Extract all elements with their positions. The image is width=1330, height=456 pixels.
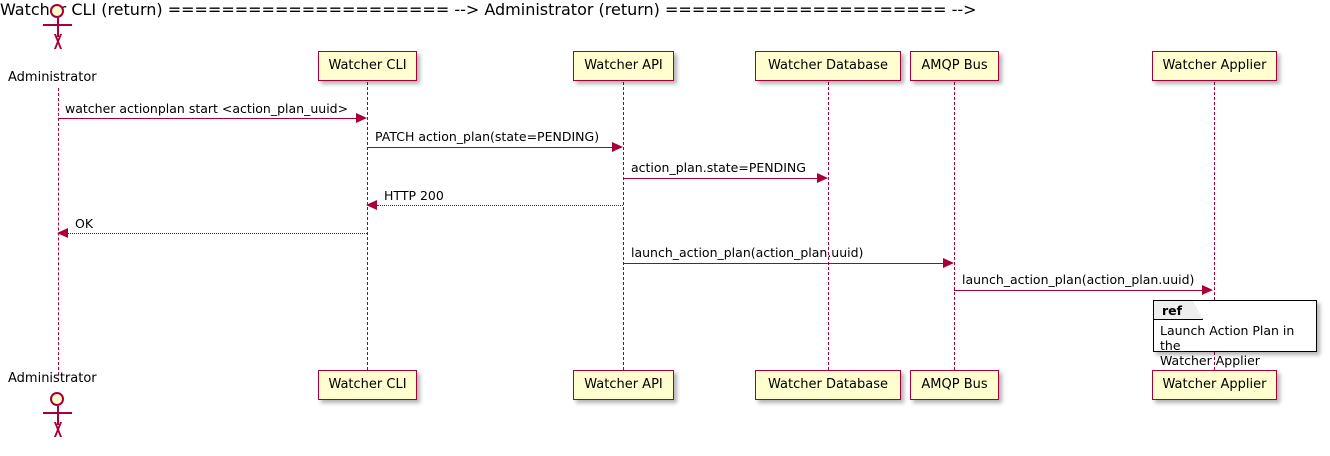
message-line-7 (954, 290, 1203, 291)
message-arrowhead-6 (943, 258, 954, 268)
actor-arms-icon (43, 24, 72, 26)
message-label-6: launch_action_plan(action_plan.uuid) (631, 245, 864, 260)
ref-fragment-body: Launch Action Plan in the Watcher Applie… (1160, 323, 1312, 368)
message-arrowhead-3 (817, 173, 828, 183)
message-arrowhead-5 (57, 228, 68, 238)
participant-header-watcher-database[interactable]: Watcher Database (755, 51, 901, 81)
actor-head-icon (50, 392, 64, 406)
message-label-5: OK (75, 216, 94, 231)
message-arrowhead-2 (612, 142, 623, 152)
participant-header-amqp-bus[interactable]: AMQP Bus (910, 51, 999, 81)
ref-fragment-line-1: Launch Action Plan in the (1160, 323, 1295, 353)
message-label-4: HTTP 200 (384, 188, 444, 203)
message-line-2 (367, 147, 613, 148)
actor-body-icon (57, 18, 59, 37)
message-label-1: watcher actionplan start <action_plan_uu… (65, 101, 349, 116)
message-line-3 (623, 178, 818, 179)
participant-footer-watcher-cli[interactable]: Watcher CLI (318, 370, 417, 400)
message-line-1 (58, 118, 358, 119)
message-line-5 (68, 233, 367, 234)
lifeline-amqp-bus (954, 82, 955, 370)
message-label-7: launch_action_plan(action_plan.uuid) (962, 272, 1195, 287)
ref-fragment[interactable]: ref Launch Action Plan in the Watcher Ap… (1153, 300, 1317, 368)
message-label-3: action_plan.state=PENDING (631, 160, 806, 175)
lifeline-watcher-database (828, 82, 829, 370)
ref-fragment-line-2: Watcher Applier (1160, 353, 1260, 368)
participant-header-watcher-cli[interactable]: Watcher CLI (318, 51, 417, 81)
actor-administrator-top[interactable] (37, 4, 79, 50)
message-line-4 (377, 205, 623, 206)
message-arrowhead-4 (366, 200, 377, 210)
lifeline-watcher-applier (1214, 82, 1215, 370)
actor-body-icon (57, 406, 59, 425)
lifeline-watcher-cli (367, 82, 368, 370)
message-label-2: PATCH action_plan(state=PENDING) (375, 129, 600, 144)
message-arrowhead-7 (1202, 285, 1213, 295)
message-line-6 (623, 263, 944, 264)
participant-header-watcher-applier[interactable]: Watcher Applier (1152, 51, 1277, 81)
actor-arms-icon (43, 412, 72, 414)
participant-footer-amqp-bus[interactable]: AMQP Bus (910, 370, 999, 400)
actor-head-icon (50, 4, 64, 18)
lifeline-watcher-api (623, 82, 624, 370)
actor-label-administrator-bottom: Administrator (8, 371, 97, 386)
message-arrowhead-1 (356, 113, 367, 123)
participant-footer-watcher-api[interactable]: Watcher API (573, 370, 674, 400)
actor-administrator-bottom[interactable] (37, 392, 79, 438)
participant-header-watcher-api[interactable]: Watcher API (573, 51, 674, 81)
participant-footer-watcher-applier[interactable]: Watcher Applier (1152, 370, 1277, 400)
participant-footer-watcher-database[interactable]: Watcher Database (755, 370, 901, 400)
ref-fragment-tab-label: ref (1154, 301, 1203, 320)
actor-label-administrator-top: Administrator (8, 70, 97, 85)
